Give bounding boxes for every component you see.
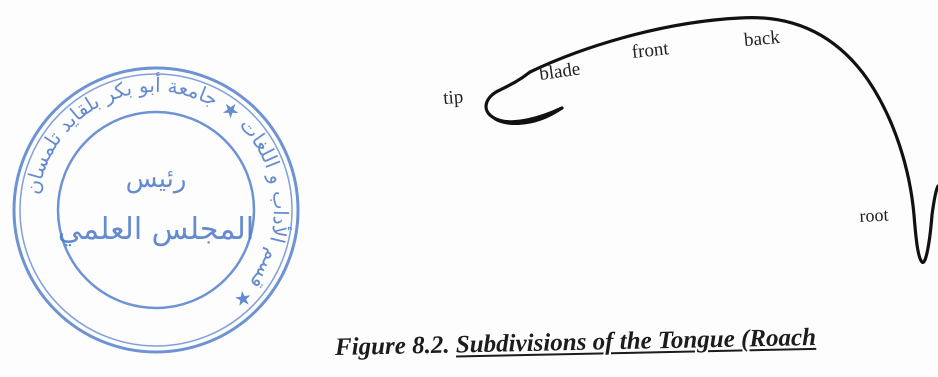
stamp-outer-ring-inner <box>19 73 293 347</box>
stamp-subtitle: المجلس العلمي <box>57 212 255 247</box>
label-front: front <box>630 38 670 64</box>
label-tip: tip <box>442 86 464 110</box>
stamp-graphic: قسم الأداب و اللغات ★ جامعة أبو بكر بلقا… <box>12 66 300 354</box>
stamp-inner-ring <box>56 110 256 310</box>
caption-prefix: Figure 8.2. <box>334 331 457 361</box>
label-back: back <box>743 26 781 52</box>
tongue-outline <box>484 16 938 264</box>
tongue-tip-curl <box>492 106 564 126</box>
stamp-title: رئيس <box>125 164 187 194</box>
official-stamp: قسم الأداب و اللغات ★ جامعة أبو بكر بلقا… <box>6 60 306 360</box>
label-root: root <box>858 204 889 227</box>
stamp-outer-ring <box>12 66 300 354</box>
